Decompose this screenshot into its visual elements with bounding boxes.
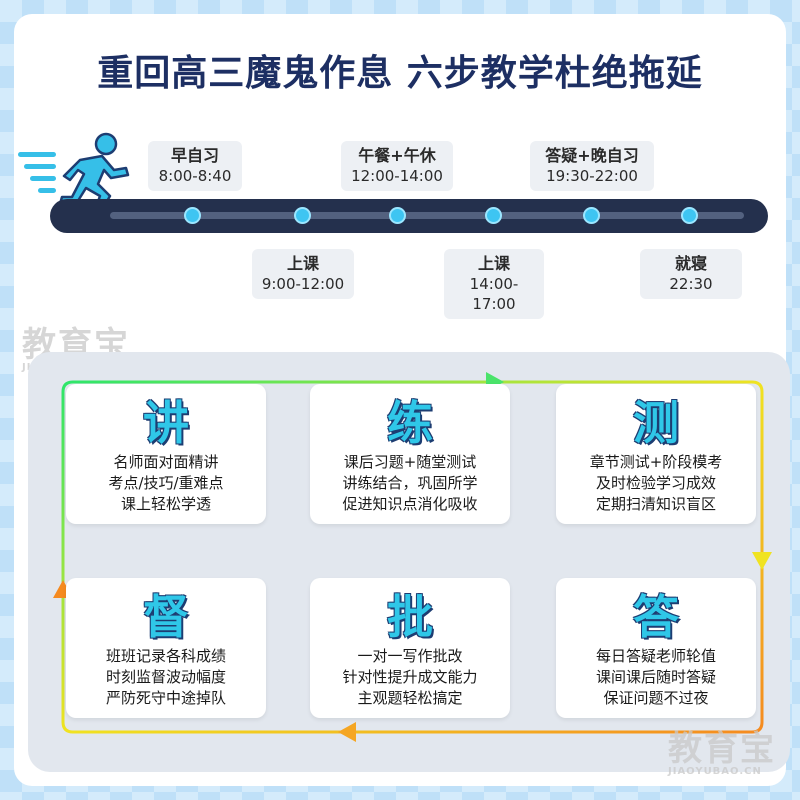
runner-icon: [18, 132, 130, 212]
step-line: 课后习题+随堂测试: [343, 453, 477, 471]
timeline-dot: [294, 207, 311, 224]
step-char: 督: [143, 590, 189, 644]
step-line: 针对性提升成文能力: [342, 668, 478, 686]
timeline-dot: [681, 207, 698, 224]
schedule-time: 12:00-14:00: [351, 167, 443, 185]
schedule-name: 午餐+午休: [358, 146, 436, 165]
timeline-track: [110, 212, 744, 219]
schedule-label: 午餐+午休 12:00-14:00: [341, 141, 453, 191]
page-title: 重回高三魔鬼作息 六步教学杜绝拖延: [97, 53, 703, 94]
step-line: 保证问题不过夜: [603, 689, 709, 707]
timeline-dot: [485, 207, 502, 224]
schedule-name: 早自习: [170, 146, 219, 165]
step-char: 批: [387, 590, 433, 644]
step-line: 每日答疑老师轮值: [595, 647, 716, 665]
step-line: 课间课后随时答疑: [595, 668, 716, 686]
step-line: 及时检验学习成效: [595, 474, 716, 492]
step-char: 答: [633, 590, 679, 644]
step-line: 课上轻松学透: [120, 495, 211, 513]
step-card-lian: 练 课后习题+随堂测试 讲练结合，巩固所学 促进知识点消化吸收: [310, 384, 510, 524]
watermark: 教育宝 JIAOYUBAO.CN: [668, 732, 776, 777]
schedule-label: 上课 9:00-12:00: [252, 249, 354, 299]
step-line: 考点/技巧/重难点: [108, 474, 224, 492]
step-line: 名师面对面精讲: [113, 453, 219, 471]
watermark-sub: JIAOYUBAO.CN: [668, 766, 762, 777]
schedule-time: 22:30: [669, 275, 713, 293]
schedule-time: 9:00-12:00: [261, 275, 345, 293]
timeline-dot: [389, 207, 406, 224]
step-line: 定期扫清知识盲区: [595, 495, 716, 513]
step-line: 讲练结合，巩固所学: [342, 474, 478, 492]
timeline-dot: [583, 207, 600, 224]
schedule-label: 就寝 22:30: [640, 249, 742, 299]
step-card-da: 答 每日答疑老师轮值 课间课后随时答疑 保证问题不过夜: [556, 578, 756, 718]
step-card-pi: 批 一对一写作批改 针对性提升成文能力 主观题轻松搞定: [310, 578, 510, 718]
step-char: 测: [633, 396, 679, 450]
schedule-name: 上课: [286, 254, 319, 273]
schedule-label: 早自习 8:00-8:40: [148, 141, 242, 191]
schedule-name: 答疑+晚自习: [545, 146, 639, 165]
step-line: 时刻监督波动幅度: [105, 668, 226, 686]
schedule-name: 就寝: [674, 254, 707, 273]
schedule-name: 上课: [477, 254, 510, 273]
schedule-label: 上课 14:00-17:00: [444, 249, 544, 319]
step-line: 促进知识点消化吸收: [342, 495, 478, 513]
schedule-time: 14:00-17:00: [469, 275, 519, 313]
schedule-label: 答疑+晚自习 19:30-22:00: [530, 141, 654, 191]
step-char: 练: [387, 396, 433, 450]
step-card-du: 督 班班记录各科成绩 时刻监督波动幅度 严防死守中途掉队: [66, 578, 266, 718]
step-line: 章节测试+阶段模考: [589, 453, 723, 471]
timeline-dot: [184, 207, 201, 224]
step-line: 班班记录各科成绩: [105, 647, 226, 665]
schedule-time: 19:30-22:00: [546, 167, 638, 185]
step-line: 一对一写作批改: [357, 647, 463, 665]
watermark-main: 教育宝: [668, 729, 776, 769]
schedule-time: 8:00-8:40: [158, 167, 232, 185]
step-line: 主观题轻松搞定: [357, 689, 463, 707]
step-char: 讲: [143, 396, 189, 450]
step-card-ce: 测 章节测试+阶段模考 及时检验学习成效 定期扫清知识盲区: [556, 384, 756, 524]
step-card-jiang: 讲 名师面对面精讲 考点/技巧/重难点 课上轻松学透: [66, 384, 266, 524]
step-line: 严防死守中途掉队: [105, 689, 226, 707]
